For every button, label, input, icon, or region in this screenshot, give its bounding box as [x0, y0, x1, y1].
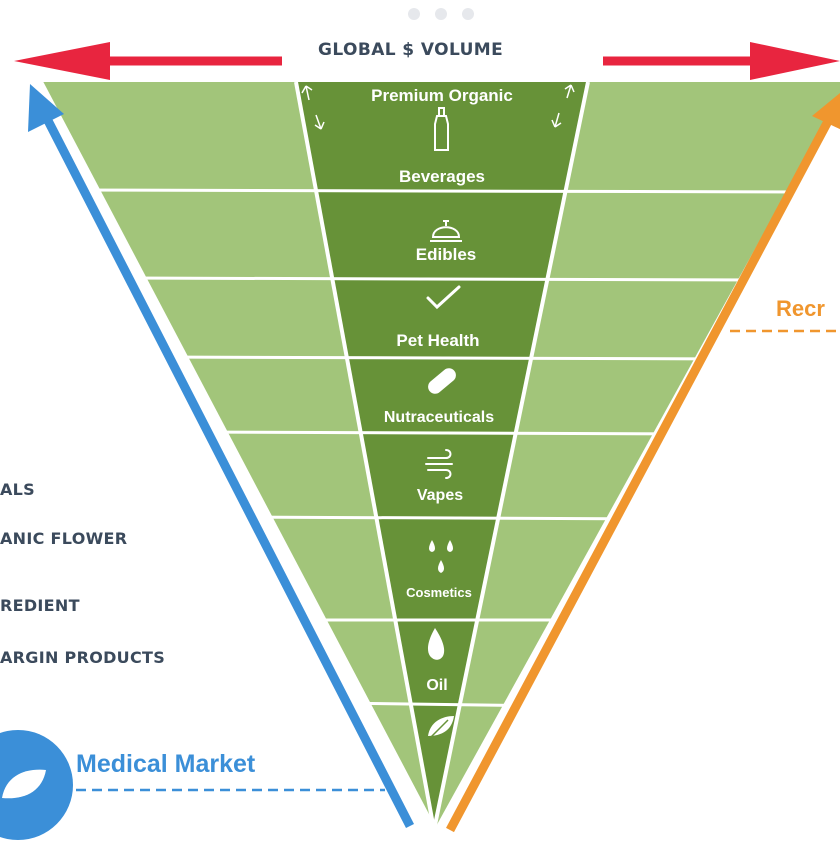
medical-badge	[0, 730, 73, 840]
list-item: ALS	[0, 480, 36, 499]
wind-icon	[425, 449, 453, 479]
carousel-dot-1[interactable]	[408, 8, 420, 20]
pill-icon	[428, 368, 456, 394]
small-leaf-icon	[428, 716, 454, 739]
list-item: ANIC FLOWER	[0, 529, 128, 548]
medical-market-label: Medical Market	[76, 750, 256, 778]
carousel-dots[interactable]	[408, 8, 474, 20]
segment-cosmetics-label: Cosmetics	[406, 585, 472, 600]
drop-icon	[427, 628, 445, 660]
title-band	[290, 36, 600, 82]
carousel-dot-3[interactable]	[462, 8, 474, 20]
bottle-icon	[434, 107, 449, 151]
medical-arrow	[28, 84, 415, 829]
expand-arrows-icon	[301, 84, 575, 130]
segment-pet-health-label: Pet Health	[396, 331, 479, 350]
checkmark-icon	[426, 285, 461, 310]
list-item: REDIENT	[0, 596, 80, 615]
global-volume-title: GLOBAL $ VOLUME	[318, 40, 504, 60]
segment-vapes-label: Vapes	[417, 487, 463, 504]
segment-oil-label: Oil	[426, 677, 447, 694]
global-volume-arrows	[14, 42, 840, 80]
recreational-arrow	[446, 92, 840, 833]
recreational-market-label: Recr	[776, 296, 825, 321]
left-edge	[37, 80, 437, 832]
segment-edibles-label: Edibles	[416, 245, 476, 264]
inner-funnel	[296, 82, 588, 830]
left-product-list: ALS ANIC FLOWER REDIENT ARGIN PRODUCTS	[0, 0, 220, 845]
leaf-icon	[2, 769, 46, 799]
segment-nutraceuticals-label: Nutraceuticals	[384, 409, 494, 426]
arrow-left-head	[14, 42, 110, 80]
carousel-dot-2[interactable]	[435, 8, 447, 20]
cloche-icon	[430, 220, 462, 242]
segment-beverages-label: Beverages	[399, 167, 485, 186]
droplets-icon	[429, 540, 453, 573]
band-dividers	[59, 188, 811, 708]
list-item: ARGIN PRODUCTS	[0, 648, 166, 667]
arrow-right-head	[750, 42, 840, 80]
segment-premium-organic-label: Premium Organic	[371, 86, 513, 105]
